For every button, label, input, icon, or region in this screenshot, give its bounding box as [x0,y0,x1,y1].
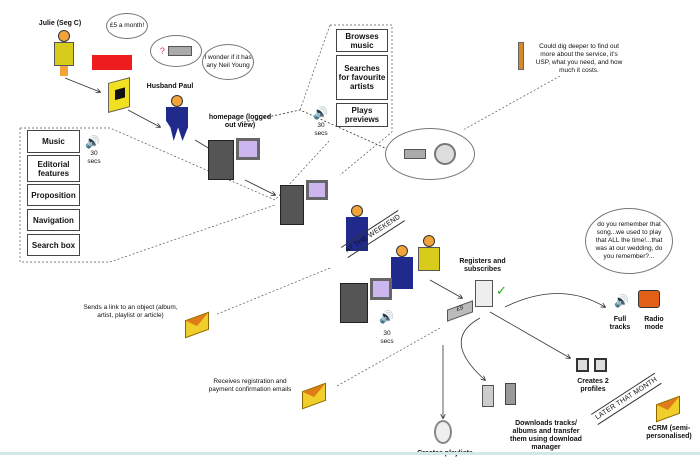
ecrm-label: eCRM (semi-personalised) [646,425,692,440]
paul-figure-icon [165,95,193,141]
weekend-secs: 30 secs [380,330,394,345]
registers-label: Registers and subscribes [459,258,506,273]
profile-icon [576,358,589,372]
brochure-icon [108,77,130,113]
panel-item-searches: Searches for favourite artists [336,55,388,100]
profile-icon [594,358,607,372]
panel-item-search-box: Search box [27,234,80,256]
julie-figure-2-icon [417,235,443,280]
panel-item-previews: Plays previews [336,103,388,127]
computer-3-icon [340,283,368,323]
mp3-player-icon [505,383,516,405]
red-block [92,55,132,70]
price-thought-bubble: £5 a month! [106,13,148,39]
speaker-icon: 🔊 [85,135,100,149]
left-secs: 30 secs [87,150,101,165]
monitor-3-icon [370,278,392,300]
monitor-2-icon [306,180,328,200]
julie-label: Julie (Seg C) [38,20,82,27]
radio-mode-label: Radio mode [644,316,664,331]
bottom-border [0,452,700,455]
computer-2-icon [280,185,304,225]
usb-key-icon [518,42,524,70]
banknotes-icon [404,149,426,159]
homepage-label: homepage (logged out view) [208,114,272,129]
cd-icon [434,143,456,165]
panel-item-navigation: Navigation [27,209,80,231]
speaker-icon: 🔊 [379,310,394,324]
panel-item-browses: Browses music [336,29,388,52]
speaker-icon: 🔊 [313,106,328,120]
dig-deeper-text: Could dig deeper to find out more about … [535,43,623,74]
banknotes-icon [168,46,193,56]
downloads-label: Downloads tracks/ albums and transfer th… [510,420,582,451]
julie-figure-icon [52,30,76,76]
full-tracks-label: Full tracks [609,316,631,331]
mp3-player-icon [482,385,494,407]
panel-item-proposition: Proposition [27,184,80,206]
document-icon [475,280,493,307]
paul-figure-2-icon [345,205,373,253]
panel-item-music: Music [27,130,80,153]
computer-1-icon [208,140,234,180]
receives-emails-text: Receives registration and payment confir… [208,378,292,393]
send-link-text: Sends a link to an object (album, artist… [83,304,178,319]
speaker-icon: 🔊 [614,294,629,308]
speech-bubble: do you remember that song...we used to p… [585,208,673,274]
neil-young-thought-bubble: I wonder if it has any Neil Young [202,44,254,80]
radio-icon [638,290,660,308]
panel-item-editorial: Editorial features [27,155,80,182]
profiles-label: Creates 2 profiles [577,378,609,393]
cd-stack-icon [434,420,452,444]
money-thought-bubble: ? [150,35,202,67]
paul-label: Husband Paul [146,83,194,90]
paul-figure-3-icon [390,245,416,290]
money-and-cd-thought-cloud [385,128,475,180]
right-secs: 30 secs [314,122,328,137]
monitor-1-icon [236,138,260,160]
check-icon: ✓ [496,283,507,298]
